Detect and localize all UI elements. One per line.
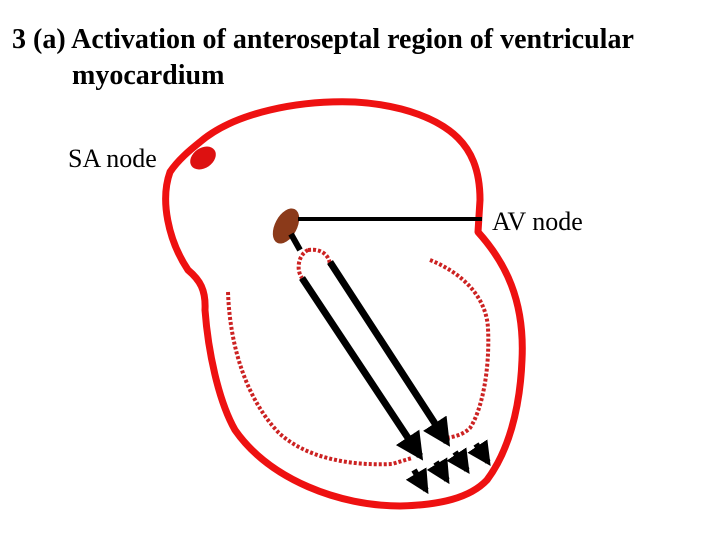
bundle-stub [288,232,303,252]
title-line-1: 3 (a) Activation of anteroseptal region … [12,24,634,55]
av-node-label: AV node [492,207,583,236]
left-ventricle-dotted-line [226,291,413,467]
activation-arrow-4 [467,439,491,466]
title-line-2: myocardium [72,60,225,91]
sa-node-label: SA node [68,144,157,173]
av-node [272,208,300,244]
left-bundle-arrow [299,276,424,461]
right-bundle-arrow [327,260,451,447]
activation-arrow-2 [426,457,450,485]
sa-node [190,146,216,170]
slide-title: 3 (a) Activation of anteroseptal region … [12,22,712,94]
right-ventricle-dotted-line [429,258,491,440]
heart-outline [162,98,526,510]
activation-arrow-1 [405,467,429,495]
activation-arrow-3 [446,447,470,474]
septum-dotted-line [296,247,332,280]
